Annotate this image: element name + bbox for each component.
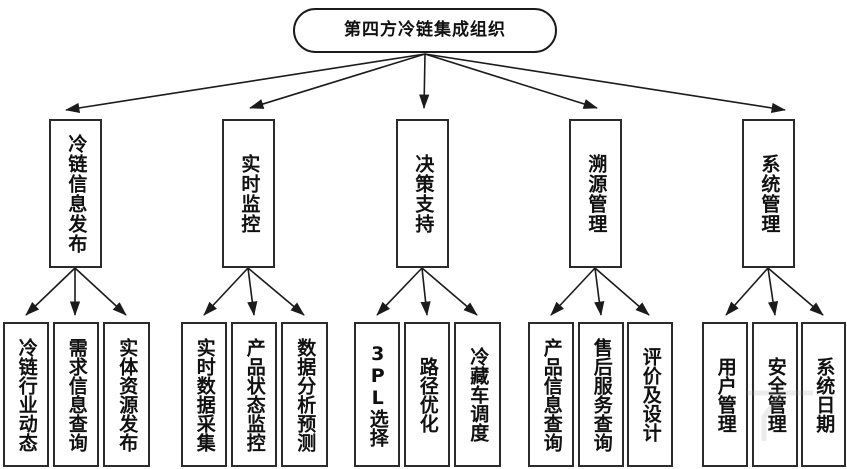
edge-branch-2-leaf-1 [203, 267, 249, 316]
branch-node-5-label: 系统管理 [758, 153, 781, 234]
leaf-node-2-1-label: 实时数据采集 [193, 337, 216, 452]
leaf-node-2-3[interactable]: 数据分析预测 [281, 322, 328, 467]
leaf-node-4-1-label: 产品信息查询 [540, 337, 563, 452]
edge-branch-5-leaf-3 [767, 267, 824, 316]
leaf-node-3-2[interactable]: 路径优化 [404, 322, 450, 467]
edge-root-to-branch-2 [249, 53, 426, 109]
leaf-node-2-2-label: 产品状态监控 [243, 337, 266, 452]
branch-1-to-leaf-connectors [25, 267, 127, 316]
leaf-node-5-1-label: 用户管理 [714, 356, 737, 433]
leaf-node-3-2-label: 路径优化 [416, 356, 439, 433]
branch-2-to-leaf-connectors [203, 267, 305, 316]
edge-branch-3-leaf-3 [421, 267, 478, 316]
leaf-node-3-3[interactable]: 冷藏车调度 [454, 322, 501, 467]
leaf-node-5-2[interactable]: 安全管理 [752, 322, 798, 467]
leaf-node-5-3-label: 系统日期 [813, 356, 836, 433]
branch-3-to-leaf-connectors [376, 267, 478, 316]
leaf-node-5-1[interactable]: 用户管理 [702, 322, 748, 467]
leaf-node-1-3[interactable]: 实体资源发布 [103, 322, 150, 467]
edge-branch-5-leaf-2 [767, 267, 779, 316]
root-node-label: 第四方冷链集成组织 [344, 20, 506, 40]
leaf-node-5-2-label: 安全管理 [764, 356, 787, 433]
edge-branch-1-leaf-1 [25, 267, 76, 316]
leaf-node-1-1[interactable]: 冷链行业动态 [3, 322, 49, 467]
leaf-node-4-1[interactable]: 产品信息查询 [528, 322, 574, 467]
branch-node-4-label: 溯源管理 [585, 153, 608, 234]
branch-4-to-leaf-connectors [550, 267, 650, 316]
root-to-branch-connectors [65, 53, 786, 113]
leaf-node-3-1[interactable]: 3PL选择 [354, 322, 400, 467]
edge-root-to-branch-5 [424, 53, 786, 113]
leaf-node-2-1[interactable]: 实时数据采集 [181, 322, 227, 467]
branch-node-5[interactable]: 系统管理 [742, 119, 795, 268]
edge-root-to-branch-3 [419, 53, 430, 109]
leaf-node-1-2-label: 需求信息查询 [65, 337, 88, 452]
leaf-node-1-2[interactable]: 需求信息查询 [53, 322, 99, 467]
branch-5-to-leaf-connectors [725, 267, 824, 316]
branch-node-4[interactable]: 溯源管理 [569, 119, 622, 268]
edge-branch-2-leaf-2 [247, 267, 258, 316]
leaf-node-2-2[interactable]: 产品状态监控 [231, 322, 277, 467]
edge-branch-2-leaf-3 [247, 267, 305, 316]
edge-branch-3-leaf-1 [376, 267, 423, 316]
branch-node-3-label: 决策支持 [412, 153, 435, 234]
root-node[interactable]: 第四方冷链集成组织 [293, 8, 557, 53]
branch-node-2[interactable]: 实时监控 [222, 119, 275, 268]
leaf-node-1-1-label: 冷链行业动态 [15, 337, 38, 452]
edge-branch-4-leaf-3 [594, 267, 650, 316]
branch-node-3[interactable]: 决策支持 [396, 119, 449, 268]
edge-root-to-branch-4 [424, 53, 598, 109]
leaf-node-4-3-label: 评价及设计 [639, 347, 662, 442]
leaf-node-3-3-label: 冷藏车调度 [467, 347, 490, 442]
branch-node-1[interactable]: 冷链信息发布 [49, 119, 102, 268]
leaf-node-4-2[interactable]: 售后服务查询 [578, 322, 624, 467]
edge-branch-1-leaf-3 [74, 267, 127, 316]
edge-branch-4-leaf-1 [550, 267, 596, 316]
branch-node-1-label: 冷链信息发布 [65, 133, 88, 254]
branch-node-2-label: 实时监控 [238, 153, 261, 234]
edge-branch-5-leaf-1 [725, 267, 769, 316]
leaf-node-1-3-label: 实体资源发布 [116, 337, 139, 452]
leaf-node-4-3[interactable]: 评价及设计 [627, 322, 673, 467]
leaf-node-2-3-label: 数据分析预测 [294, 337, 317, 452]
leaf-node-4-2-label: 售后服务查询 [590, 337, 613, 452]
edge-branch-4-leaf-2 [594, 267, 605, 316]
edge-root-to-branch-1 [65, 53, 426, 113]
leaf-node-3-1-label: 3PL选择 [366, 342, 389, 447]
edge-branch-3-leaf-2 [420, 267, 431, 316]
leaf-node-5-3[interactable]: 系统日期 [801, 322, 846, 467]
